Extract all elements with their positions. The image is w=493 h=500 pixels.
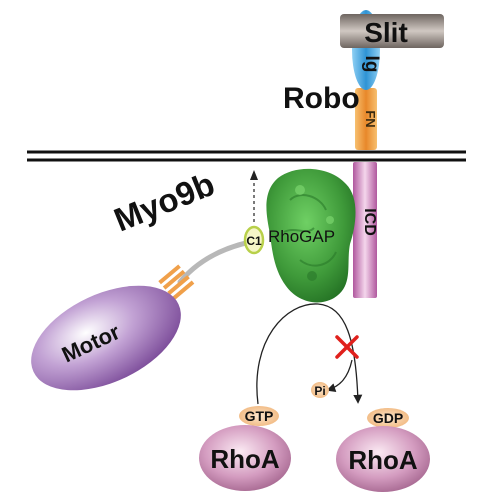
icd-label: ICD (361, 208, 378, 236)
gtp-badge: GTP (239, 406, 279, 426)
slit-ligand: Slit (340, 14, 444, 48)
rhoa-left-label: RhoA (210, 444, 280, 474)
fn-label: FN (363, 110, 378, 127)
cell-membrane (27, 150, 466, 162)
icd-domain (353, 162, 377, 298)
rhogap-label: RhoGAP (268, 227, 335, 246)
red-x-icon (335, 335, 359, 359)
rhogap-domain (266, 168, 356, 303)
myo9b-neck (177, 239, 253, 285)
ig-label: Ig (361, 56, 382, 73)
gdp-badge: GDP (367, 408, 409, 428)
rhoa-right-label: RhoA (348, 445, 418, 475)
robo-receptor: FN Ig ICD (352, 10, 382, 298)
slit-label: Slit (364, 17, 408, 48)
rhoa-gdp: RhoA (336, 426, 430, 492)
rhoa-gtp: RhoA (199, 425, 291, 491)
robo-label: Robo (283, 82, 360, 115)
c1-label: C1 (246, 234, 262, 248)
gdp-label: GDP (373, 410, 403, 426)
myo9b-label: Myo9b (109, 165, 220, 238)
c1-domain: C1 (243, 225, 265, 255)
fn-domain (355, 88, 377, 150)
pi-badge: Pi (311, 382, 329, 398)
gtp-hydrolysis-arrow (256, 303, 363, 405)
gtp-label: GTP (245, 408, 274, 424)
dashed-arrow (250, 170, 258, 222)
motor-domain: Motor (31, 285, 181, 391)
pi-label: Pi (314, 384, 325, 398)
orange-lever-icon (158, 264, 195, 301)
